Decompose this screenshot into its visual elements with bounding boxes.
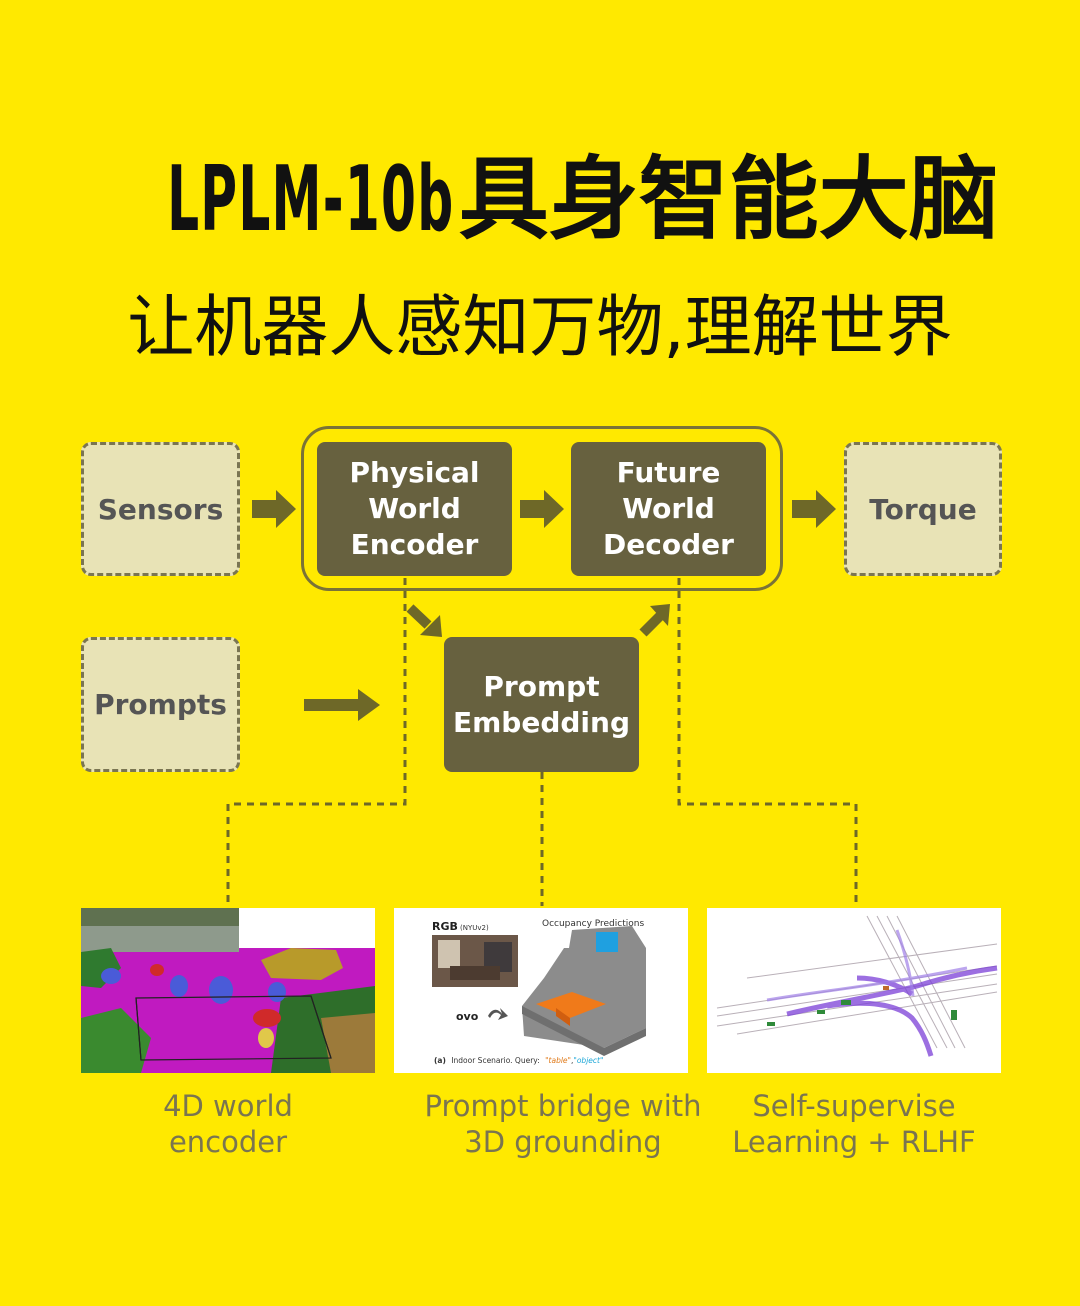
embedding-to-decoder-arrow-shaft bbox=[639, 612, 664, 637]
scenario-marker: (a) bbox=[434, 1056, 446, 1065]
query-table: "table" bbox=[545, 1056, 571, 1065]
world-model-group-frame bbox=[301, 426, 783, 591]
encoder-to-panel1-dashed-line bbox=[226, 578, 407, 906]
trajectory-image bbox=[707, 908, 1001, 1073]
prompts-box: Prompts bbox=[81, 637, 240, 772]
future-world-decoder-block: Future World Decoder bbox=[571, 442, 766, 576]
encoder-to-decoder-arrow bbox=[520, 490, 564, 528]
torque-box: Torque bbox=[844, 442, 1002, 576]
encoder-to-embedding-arrow-shaft bbox=[406, 604, 432, 629]
ovo-label: ovo bbox=[456, 1010, 479, 1023]
physical-world-encoder-block: Physical World Encoder bbox=[317, 442, 512, 576]
panel-caption-prompt-bridge: Prompt bridge with 3D grounding bbox=[424, 1089, 702, 1159]
prompt-embedding-block: Prompt Embedding bbox=[444, 637, 639, 772]
voxel-scene-illustration bbox=[81, 908, 375, 1073]
page-title: LPLM-10b具身智能大脑 bbox=[0, 140, 1080, 260]
page-subtitle: 让机器人感知万物,理解世界 bbox=[127, 288, 953, 366]
trajectory-illustration bbox=[716, 915, 998, 1057]
sensors-to-encoder-arrow bbox=[252, 490, 296, 528]
prompts-to-embedding-arrow bbox=[304, 689, 380, 721]
decoder-to-panel3-dashed-line bbox=[677, 578, 858, 906]
query-object: "object" bbox=[573, 1056, 603, 1065]
model-name: LPLM-10b bbox=[167, 147, 455, 252]
prompt-bridge-image: Occupancy Predictions RGB (NYUv2) ovo (a… bbox=[394, 908, 688, 1073]
world-encoder-image bbox=[81, 908, 375, 1073]
panel-caption-self-supervise: Self-supervise Learning + RLHF bbox=[732, 1089, 976, 1159]
svg-text:(a) Indoor Scenario. Que: (a) Indoor Scenario. Query: "table","obj… bbox=[434, 1056, 603, 1065]
embedding-to-decoder-arrow-head bbox=[650, 604, 670, 626]
query-separator: , bbox=[571, 1056, 573, 1065]
decoder-to-torque-arrow bbox=[792, 490, 836, 528]
scenario-text: Indoor Scenario. Query: bbox=[451, 1056, 539, 1065]
occupancy-title: Occupancy Predictions bbox=[542, 919, 644, 929]
sensors-box: Sensors bbox=[81, 442, 240, 576]
title-cn: 具身智能大脑 bbox=[458, 147, 999, 252]
encoder-to-embedding-arrow-head bbox=[420, 615, 442, 637]
rgb-label: RGB bbox=[432, 920, 458, 933]
panel-caption-world-encoder: 4D world encoder bbox=[163, 1089, 293, 1159]
occupancy-figure: Occupancy Predictions RGB (NYUv2) ovo (a… bbox=[432, 919, 646, 1065]
rgb-source: (NYUv2) bbox=[460, 924, 489, 932]
